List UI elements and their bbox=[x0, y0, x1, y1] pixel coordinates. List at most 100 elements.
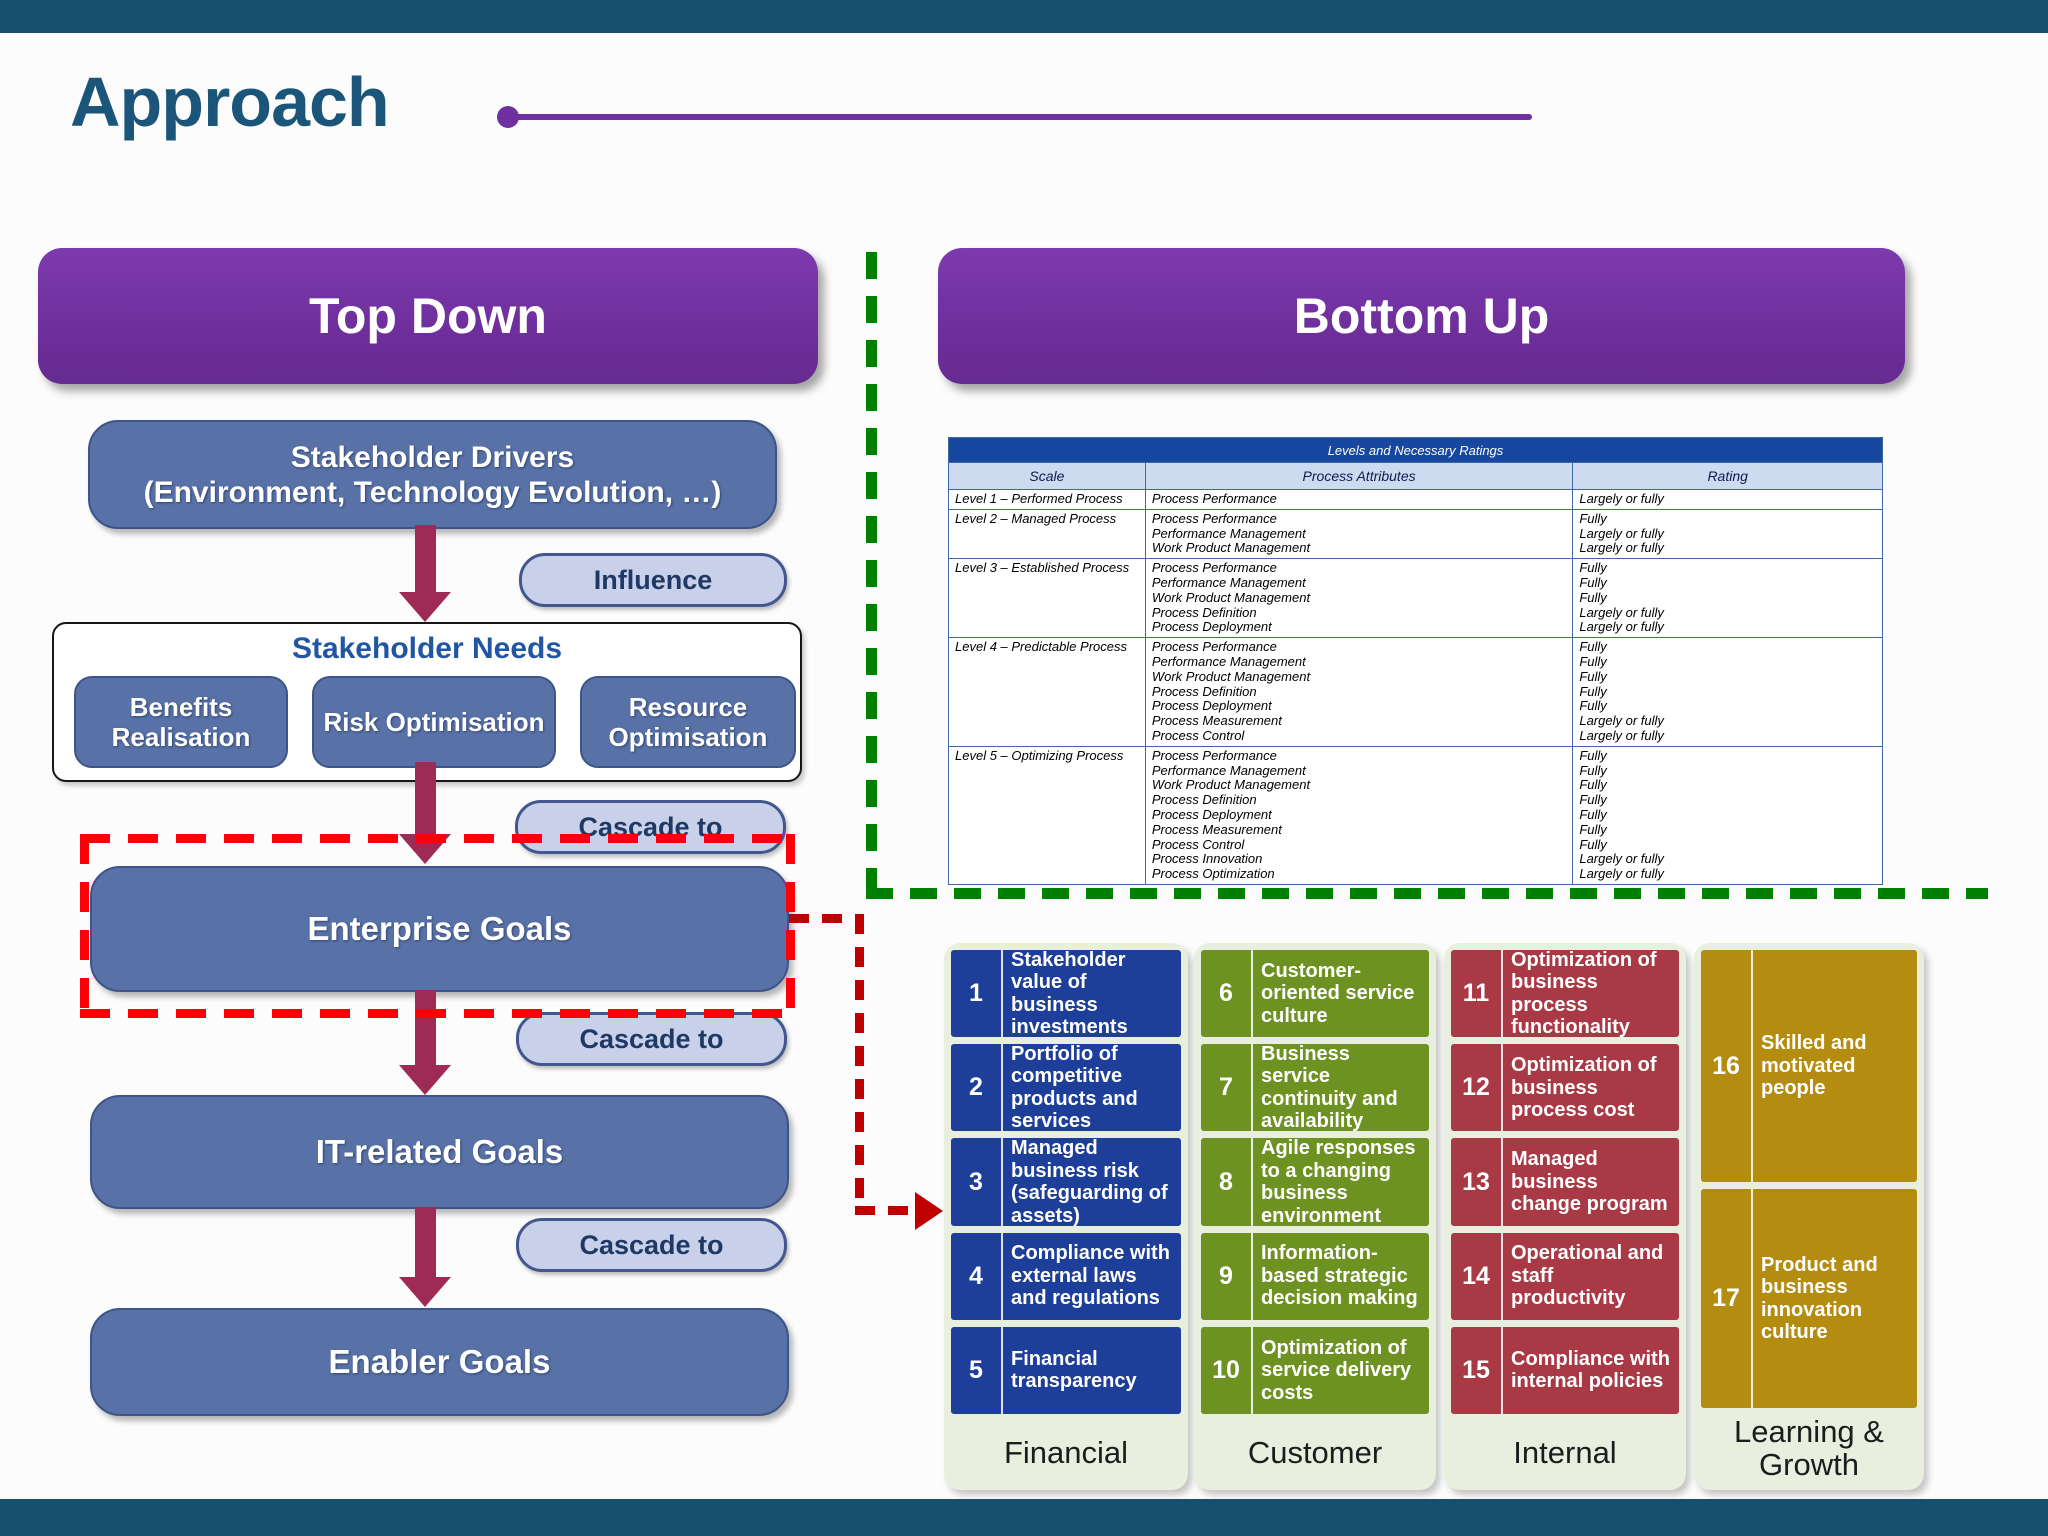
red-connector-segment bbox=[789, 914, 863, 923]
rating-cell: Fully Fully Fully Fully Fully Fully Full… bbox=[1572, 745, 1883, 885]
table-row: Level 2 – Managed Process Process Perfor… bbox=[948, 508, 1883, 560]
red-connector-segment bbox=[855, 914, 864, 1212]
bottom-up-header: Bottom Up bbox=[938, 248, 1905, 384]
goals-column-customer: 6 Customer-oriented service culture 7 Bu… bbox=[1194, 943, 1436, 1490]
column-label-internal: Internal bbox=[1513, 1434, 1617, 1470]
goal-text: Skilled and motivated people bbox=[1761, 1032, 1867, 1100]
goals-column-financial: 1 Stakeholder value of business investme… bbox=[944, 943, 1188, 1490]
goal-text: Financial transparency bbox=[1011, 1347, 1137, 1393]
goal-number: 11 bbox=[1451, 950, 1503, 1038]
risk-optimisation-box: Risk Optimisation bbox=[312, 676, 556, 768]
goal-text: Optimization of business process functio… bbox=[1511, 950, 1657, 1038]
goal-number: 5 bbox=[951, 1326, 1003, 1415]
goal-card: 1 Stakeholder value of business investme… bbox=[951, 950, 1181, 1038]
goal-number: 4 bbox=[951, 1232, 1003, 1320]
top-bar bbox=[0, 0, 2048, 33]
goal-text: Customer-oriented service culture bbox=[1261, 959, 1415, 1027]
goal-card: 3 Managed business risk (safeguarding of… bbox=[951, 1138, 1181, 1226]
goal-number: 14 bbox=[1451, 1232, 1503, 1320]
benefits-realisation-box: Benefits Realisation bbox=[74, 676, 288, 768]
table-title: Levels and Necessary Ratings bbox=[948, 437, 1883, 463]
goal-card: 10 Optimization of service delivery cost… bbox=[1201, 1326, 1429, 1415]
green-dashed-divider-vertical bbox=[866, 252, 877, 888]
table-row: Level 3 – Established Process Process Pe… bbox=[948, 558, 1883, 639]
goal-text: Business service continuity and availabi… bbox=[1261, 1044, 1398, 1132]
goal-card: 7 Business service continuity and availa… bbox=[1201, 1044, 1429, 1132]
attributes-cell: Process Performance Performance Manageme… bbox=[1144, 558, 1574, 639]
rating-cell: Largely or fully bbox=[1572, 489, 1883, 510]
column-label-customer: Customer bbox=[1247, 1434, 1383, 1470]
goal-text: Optimization of service delivery costs bbox=[1261, 1336, 1412, 1404]
goal-card: 16 Skilled and motivated people bbox=[1701, 950, 1917, 1182]
column-header-attributes: Process Attributes bbox=[1144, 462, 1574, 490]
column-header-rating: Rating bbox=[1572, 462, 1883, 490]
goal-number: 12 bbox=[1451, 1044, 1503, 1132]
goal-text: Compliance with internal policies bbox=[1511, 1347, 1670, 1393]
goal-number: 8 bbox=[1201, 1138, 1253, 1226]
attributes-cell: Process Performance Performance Manageme… bbox=[1144, 508, 1574, 560]
table-row: Level 1 – Performed Process Process Perf… bbox=[948, 489, 1883, 510]
goal-text: Agile responses to a changing business e… bbox=[1261, 1138, 1416, 1226]
goal-text: Stakeholder value of business investment… bbox=[1011, 950, 1128, 1038]
goal-number: 17 bbox=[1701, 1189, 1753, 1408]
scale-cell: Level 2 – Managed Process bbox=[948, 508, 1146, 560]
stakeholder-drivers-box: Stakeholder Drivers (Environment, Techno… bbox=[88, 420, 777, 529]
scale-cell: Level 4 – Predictable Process bbox=[948, 637, 1146, 747]
scale-cell: Level 1 – Performed Process bbox=[948, 489, 1146, 510]
goals-column-learning-growth: 16 Skilled and motivated people 17 Produ… bbox=[1694, 943, 1924, 1490]
page-title: Approach bbox=[70, 63, 390, 141]
rating-cell: Fully Fully Fully Fully Fully Largely or… bbox=[1572, 637, 1883, 747]
resource-optimisation-box: Resource Optimisation bbox=[580, 676, 796, 768]
goal-card: 14 Operational and staff productivity bbox=[1451, 1232, 1679, 1320]
influence-pill: Influence bbox=[519, 553, 787, 607]
down-arrow-it-to-enabler bbox=[399, 1207, 451, 1307]
cascade-to-pill-2: Cascade to bbox=[516, 1012, 787, 1066]
goal-text: Operational and staff productivity bbox=[1511, 1242, 1664, 1310]
goal-text: Compliance with external laws and regula… bbox=[1011, 1242, 1170, 1310]
down-arrow-drivers-to-needs bbox=[399, 525, 451, 622]
stakeholder-drivers-subtitle: (Environment, Technology Evolution, …) bbox=[143, 475, 722, 509]
levels-ratings-table: Levels and Necessary Ratings Scale Proce… bbox=[948, 437, 1883, 885]
goal-card: 6 Customer-oriented service culture bbox=[1201, 950, 1429, 1038]
red-connector-arrowhead-icon bbox=[915, 1192, 943, 1230]
red-dashed-highlight bbox=[80, 834, 795, 1018]
table-row: Level 5 – Optimizing Process Process Per… bbox=[948, 745, 1883, 885]
attributes-cell: Process Performance Performance Manageme… bbox=[1144, 637, 1574, 747]
goal-number: 7 bbox=[1201, 1044, 1253, 1132]
enterprise-goals-box: Enterprise Goals bbox=[90, 866, 789, 992]
red-connector-segment bbox=[855, 1206, 917, 1215]
goal-card: 5 Financial transparency bbox=[951, 1326, 1181, 1415]
goal-card: 12 Optimization of business process cost bbox=[1451, 1044, 1679, 1132]
cascade-to-pill-3: Cascade to bbox=[516, 1218, 787, 1272]
enabler-goals-box: Enabler Goals bbox=[90, 1308, 789, 1416]
goal-number: 3 bbox=[951, 1138, 1003, 1226]
stakeholder-needs-title: Stakeholder Needs bbox=[291, 632, 563, 665]
goal-number: 1 bbox=[951, 950, 1003, 1038]
stakeholder-needs-box: Stakeholder Needs Benefits Realisation R… bbox=[52, 622, 802, 782]
goal-number: 10 bbox=[1201, 1326, 1253, 1415]
scale-cell: Level 3 – Established Process bbox=[948, 558, 1146, 639]
rating-cell: Fully Largely or fully Largely or fully bbox=[1572, 508, 1883, 560]
goal-number: 6 bbox=[1201, 950, 1253, 1038]
rating-cell: Fully Fully Fully Largely or fully Large… bbox=[1572, 558, 1883, 639]
goal-text: Product and business innovation culture bbox=[1761, 1253, 1878, 1344]
column-label-financial: Financial bbox=[1003, 1434, 1129, 1470]
attributes-cell: Process Performance Performance Manageme… bbox=[1144, 745, 1574, 885]
stakeholder-drivers-title: Stakeholder Drivers bbox=[290, 440, 575, 474]
goal-text: Managed business change program bbox=[1511, 1148, 1668, 1216]
goal-text: Portfolio of competitive products and se… bbox=[1011, 1044, 1138, 1132]
column-label-learning-growth: Learning & Growth bbox=[1734, 1414, 1884, 1482]
goal-card: 2 Portfolio of competitive products and … bbox=[951, 1044, 1181, 1132]
goal-card: 17 Product and business innovation cultu… bbox=[1701, 1189, 1917, 1408]
goal-card: 15 Compliance with internal policies bbox=[1451, 1326, 1679, 1415]
goals-column-internal: 11 Optimization of business process func… bbox=[1444, 943, 1686, 1490]
goal-card: 11 Optimization of business process func… bbox=[1451, 950, 1679, 1038]
scale-cell: Level 5 – Optimizing Process bbox=[948, 745, 1146, 885]
bottom-bar bbox=[0, 1499, 2048, 1536]
goal-text: Managed business risk (safeguarding of a… bbox=[1011, 1138, 1168, 1226]
goal-card: 4 Compliance with external laws and regu… bbox=[951, 1232, 1181, 1320]
title-line-dot bbox=[497, 106, 519, 128]
goal-number: 13 bbox=[1451, 1138, 1503, 1226]
goal-card: 9 Information-based strategic decision m… bbox=[1201, 1232, 1429, 1320]
